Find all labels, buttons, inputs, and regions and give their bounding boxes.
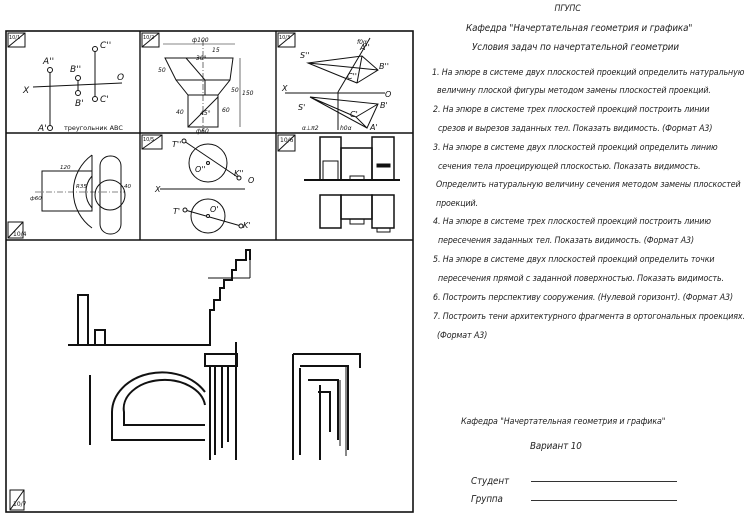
drawing-label: h0α	[340, 125, 352, 132]
task-7-line-2: (Формат А3)	[437, 331, 488, 341]
drawing-label: 10/5	[143, 137, 154, 143]
task-4-line-1: 4. На эпюре в системе трех плоскостей пр…	[433, 217, 711, 227]
drawing-label: 120	[60, 165, 71, 171]
drawing-label: C''	[100, 41, 111, 51]
drawing-label: S''	[300, 51, 309, 60]
drawing-label: 10/3	[279, 35, 290, 41]
drawing-label: 60	[222, 107, 230, 114]
drawing-label: α⊥π2	[302, 125, 319, 132]
drawing-label: 15	[212, 47, 220, 54]
drawing-label: O	[117, 73, 124, 83]
drawing-label: ф100	[192, 37, 209, 44]
drawing-label: 10/7	[13, 501, 27, 508]
panel-4: 120 ф60 R35 40 10/4	[7, 154, 131, 239]
panel-2: 10/2 ф100 15 30° 50 50 150 40 60 45° ф60	[141, 32, 254, 135]
student-label: Студент	[471, 476, 509, 487]
drawing-label: B'	[75, 99, 84, 109]
drawing-label: A'	[369, 123, 378, 132]
drawing-label: X	[154, 185, 161, 194]
drawing-label: ф60	[196, 128, 209, 135]
task-2-line-2: срезов и вырезов заданных тел. Показать …	[438, 124, 713, 134]
task-6: 6. Построить перспективу сооружения. (Ну…	[433, 293, 733, 303]
drawing-label: 40	[124, 184, 131, 190]
drawing-label: C'	[350, 110, 358, 119]
drawing-label: 10/4	[13, 231, 27, 238]
task-5-line-1: 5. На эпюре в системе двух плоскостей пр…	[433, 255, 715, 265]
task-5-line-2: пересечения прямой с заданной поверхност…	[438, 274, 724, 284]
drawing-label: A''	[359, 43, 370, 52]
drawing-label: 150	[242, 90, 254, 97]
task-3-line-1: 3. На эпюре в системе двух плоскостей пр…	[433, 143, 718, 153]
task-2-line-1: 2. На эпюре в системе трех плоскостей пр…	[433, 105, 710, 115]
drawing-label: O	[248, 176, 254, 185]
drawing-label: R35	[76, 184, 87, 190]
conditions-title: Условия задач по начертательной геометри…	[472, 42, 679, 53]
panel-1: 10/1 A'' B'' C'' X O B' C' A' треугольни…	[7, 32, 124, 134]
drawing-label: 40	[176, 109, 184, 116]
task-3-line-4: проекций.	[436, 199, 479, 209]
drawing-label: B'	[380, 101, 388, 110]
drawing-label: C''	[347, 72, 357, 81]
frame	[5, 30, 414, 513]
panel-5: 10/5 T'' O'' K'' O X T' O' K'	[141, 134, 254, 234]
drawing-label: 30°	[196, 55, 207, 62]
drawing-label: X	[281, 84, 288, 93]
drawing-label: T''	[172, 140, 181, 149]
drawing-label: X	[22, 86, 30, 96]
drawing-label: A''	[42, 57, 54, 67]
task-7-line-1: 7. Построить тени архитектурного фрагмен…	[433, 312, 745, 322]
panel-caption: треугольник ABC	[64, 124, 123, 132]
drawing-label: B''	[70, 65, 81, 75]
drawing-label: T'	[173, 207, 180, 216]
group-field[interactable]	[531, 500, 677, 501]
drawing-label: 10/2	[143, 35, 154, 41]
drawing-label: K'	[243, 221, 250, 230]
task-3-line-3: Определить натуральную величину сечения …	[436, 180, 741, 190]
drawing-label: K''	[234, 169, 244, 178]
drawing-label: O''	[195, 165, 206, 174]
drawing-label: 50	[158, 67, 166, 74]
panel-7: 10/7	[9, 249, 361, 511]
panel-number: 10/1	[9, 35, 20, 41]
student-field[interactable]	[531, 481, 677, 482]
task-3-line-2: сечения тела проецирующей плоскостью. По…	[438, 162, 701, 172]
drawing-label: 45°	[200, 110, 211, 117]
task-1-line-1: 1. На эпюре в системе двух плоскостей пр…	[432, 68, 745, 78]
drawing-label: B''	[379, 62, 389, 71]
drawing-label: C'	[100, 95, 109, 105]
variant-label: Вариант 10	[530, 441, 582, 452]
drawing-label: A'	[37, 124, 47, 134]
drawing-label: O'	[210, 205, 219, 214]
drawing-label: ф60	[30, 196, 42, 202]
panel-6: 10/6	[277, 134, 400, 233]
university-name: ПГУПС	[554, 4, 581, 14]
panel-3: 10/3 S'' A'' B'' C'' X O S' B' C' A' α⊥π…	[277, 32, 391, 132]
drawings-panel: 10/1 A'' B'' C'' X O B' C' A' треугольни…	[5, 30, 414, 513]
task-4-line-2: пересечения заданных тел. Показать видим…	[438, 236, 694, 246]
drawing-label: S'	[298, 103, 305, 112]
task-1-line-2: величину плоской фигуры методом замены п…	[437, 86, 711, 96]
group-label: Группа	[471, 494, 503, 505]
footer-department: Кафедра "Начертательная геометрия и граф…	[461, 417, 666, 427]
drawing-label: O	[385, 90, 391, 99]
department-title: Кафедра "Начертательная геометрия и граф…	[466, 23, 693, 34]
drawing-label: f0α	[357, 39, 367, 46]
drawing-label: 50	[231, 87, 239, 94]
drawing-label: 10/6	[280, 137, 294, 144]
